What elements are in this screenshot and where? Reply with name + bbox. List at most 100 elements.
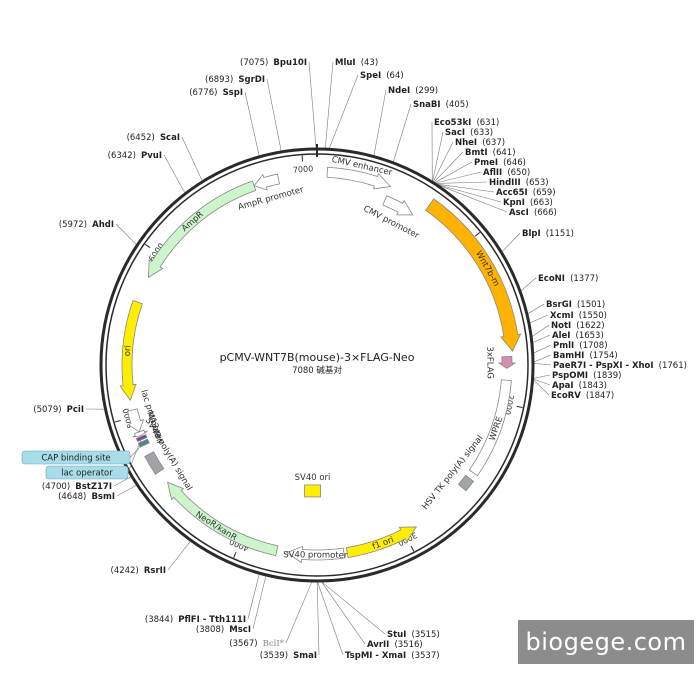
site-leader <box>329 74 359 149</box>
site-leader <box>435 181 488 184</box>
site-label: AflII (650) <box>483 160 530 179</box>
site-name: AscI <box>509 208 529 218</box>
site-label: TspMI - XmaI (3537) <box>345 643 440 662</box>
site-position: (7075) <box>240 58 268 68</box>
site-name: EcoRV <box>551 391 581 401</box>
cmv-enhancer-feature <box>326 166 392 190</box>
site-label: BlpI (1151) <box>522 221 574 240</box>
site-label: (5972) AhdI <box>59 212 114 231</box>
site-label: (7075) Bpu10I <box>240 50 307 69</box>
site-position: (633) <box>470 128 493 138</box>
site-name: AvrII <box>367 640 389 650</box>
site-name: ScaI <box>160 133 180 143</box>
backbone-outer-ring <box>99 147 535 583</box>
site-position: (405) <box>446 100 469 110</box>
site-leader <box>531 324 550 337</box>
site-position: (1151) <box>546 229 574 239</box>
site-label: AscI (666) <box>509 200 557 219</box>
site-name: RsrII <box>144 566 166 576</box>
site-label: SacI (633) <box>445 120 493 139</box>
site-position: (3516) <box>394 640 422 650</box>
ampr-promoter-feature <box>253 173 280 191</box>
f1-ori-label: f1 ori <box>371 535 395 552</box>
wpre-label: WPRE <box>488 415 506 442</box>
site-position: (64) <box>386 71 403 81</box>
site-label: StuI (3515) <box>387 622 440 641</box>
sv40-promoter-feature <box>285 545 346 564</box>
site-label: (6342) PvuI <box>108 143 162 162</box>
site-name: EcoNI <box>538 274 565 284</box>
wnt7b-m-feature <box>425 198 522 352</box>
site-leader <box>435 171 482 184</box>
site-leader <box>393 103 412 162</box>
site-position: (1761) <box>659 361 687 371</box>
site-leader <box>285 581 313 644</box>
site-label: EcoNI (1377) <box>538 266 598 285</box>
site-name: AflII <box>483 168 502 178</box>
site-position: (1839) <box>593 371 621 381</box>
cmv-promoter-label: CMV promoter <box>362 204 421 241</box>
site-name: PmlI <box>553 341 574 351</box>
site-leader <box>533 374 551 379</box>
site-label: BsrGI (1501) <box>546 292 605 311</box>
site-label: Acc65I (659) <box>496 180 556 199</box>
neor-kanr-label: NeoR/kanR <box>193 510 238 543</box>
site-position: (1653) <box>576 331 604 341</box>
site-label: (3844) PflFI - Tth111I <box>145 607 246 626</box>
site-label: ApaI (1843) <box>552 373 607 392</box>
site-position: (637) <box>482 138 505 148</box>
site-position: (666) <box>534 208 557 218</box>
site-name: MscI <box>229 625 251 635</box>
site-position: (1708) <box>579 341 607 351</box>
site-name: Bpu10I <box>273 58 307 68</box>
site-leader <box>167 541 191 571</box>
site-name: PmeI <box>474 158 498 168</box>
site-leader <box>533 362 552 366</box>
site-name: BsmI <box>91 492 115 502</box>
badge-leader <box>127 437 142 473</box>
site-leader <box>321 581 366 645</box>
site-position: (3539) <box>260 651 288 661</box>
plasmid-backbone <box>99 144 535 583</box>
site-leader <box>163 154 186 194</box>
site-label: NotI (1622) <box>551 313 605 332</box>
site-position: (653) <box>526 178 549 188</box>
site-label: PmeI (646) <box>474 150 526 169</box>
site-position: (1754) <box>589 351 617 361</box>
site-position: (6893) <box>205 75 233 85</box>
f1-ori-feature <box>345 526 418 558</box>
site-leader <box>115 223 137 245</box>
site-position: (1843) <box>579 381 607 391</box>
site-label: PmlI (1708) <box>553 333 608 352</box>
site-leader <box>501 232 521 252</box>
site-leader <box>308 61 317 149</box>
site-name: SgrDI <box>238 75 265 85</box>
site-position: (650) <box>507 168 530 178</box>
site-leader <box>324 61 334 149</box>
site-position: (4648) <box>58 492 86 502</box>
site-position: (1501) <box>577 300 605 310</box>
site-name: BsrGI <box>546 300 572 310</box>
site-position: (3567) <box>229 639 257 649</box>
site-leader <box>533 354 552 363</box>
site-name: BamHI <box>553 351 584 361</box>
hsv-tk-polya-feature <box>457 474 475 492</box>
site-label: (3539) SmaI <box>260 643 317 662</box>
sv40-polya-feature <box>144 451 165 475</box>
feature-badge <box>21 450 131 465</box>
site-name: BlpI <box>522 229 541 239</box>
site-position: (5079) <box>33 405 61 415</box>
site-position: (3808) <box>196 625 224 635</box>
site-leader <box>244 91 260 156</box>
site-name: KpnI <box>503 198 525 208</box>
site-leader <box>316 581 320 656</box>
site-leader <box>533 379 550 396</box>
site-leader <box>432 141 454 182</box>
site-position: (631) <box>476 118 499 128</box>
site-name: PaeR7I - PspXI - XhoI <box>553 361 654 371</box>
ori-feature <box>119 299 143 402</box>
sv40-ori-feature <box>304 484 321 498</box>
